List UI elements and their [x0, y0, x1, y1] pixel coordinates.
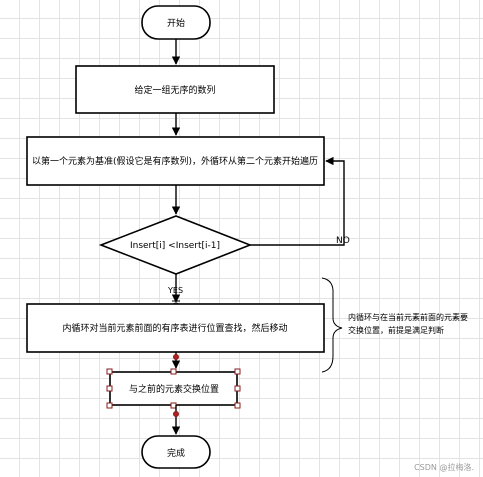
no-label: NO: [336, 236, 350, 246]
connector-handle-top[interactable]: [173, 354, 179, 360]
decision-label: Insert[i] <Insert[i-1]: [130, 241, 220, 251]
arrow-no-loop: [250, 156, 345, 246]
end-label: 完成: [167, 447, 185, 459]
resize-handle-sw[interactable]: [106, 402, 113, 409]
step1-label: 给定一组无序的数列: [134, 84, 215, 96]
annotation-line1: 内循环与在当前元素前面的元素要: [348, 312, 468, 322]
watermark: CSDN @拉梅洛.: [414, 462, 474, 472]
resize-handle-ne[interactable]: [234, 368, 241, 375]
step3-node[interactable]: [26, 303, 325, 353]
annotation-brace: [321, 277, 343, 373]
end-node[interactable]: [141, 435, 211, 469]
resize-handle-nw[interactable]: [106, 368, 113, 375]
move-cursor-icon: [172, 296, 180, 306]
step1-node[interactable]: [75, 65, 275, 114]
step3-label: 内循环对当前元素前面的有序表进行位置查找，然后移动: [62, 322, 287, 334]
resize-handle-e[interactable]: [234, 385, 241, 392]
resize-handle-se[interactable]: [234, 402, 241, 409]
step2-label: 以第一个元素为基准(假设它是有序数列)，外循环从第二个元素开始遍历: [32, 155, 318, 167]
step4-label: 与之前的元素交换位置: [129, 383, 219, 395]
resize-handle-w[interactable]: [106, 385, 113, 392]
annotation-line2: 交换位置，前提是满足判断: [348, 325, 444, 335]
resize-handle-n[interactable]: [170, 368, 177, 375]
yes-label: YES: [167, 286, 183, 295]
connector-handle-bottom[interactable]: [173, 411, 179, 417]
start-label: 开始: [167, 17, 185, 29]
resize-handle-s[interactable]: [170, 402, 177, 409]
